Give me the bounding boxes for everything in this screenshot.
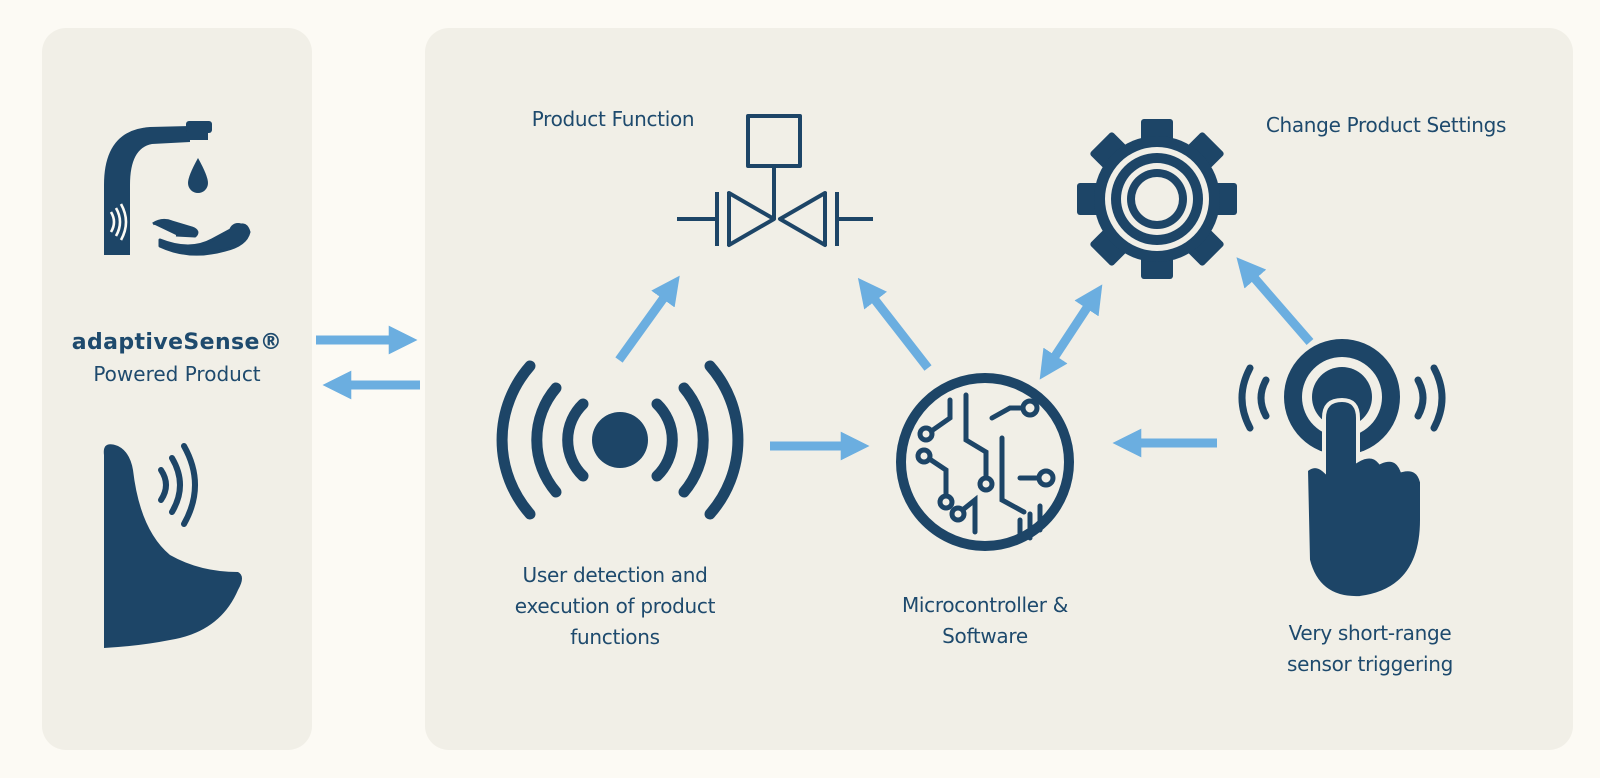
arrow-mcu-to-valve xyxy=(857,277,932,371)
arrow-touch-to-gear xyxy=(1236,257,1314,345)
label-user-detection-line1: User detection and xyxy=(522,563,708,587)
water-drop-icon xyxy=(188,158,208,193)
touch-hand-icon xyxy=(1238,339,1446,601)
arrow-mcu-gear-bidirectional xyxy=(1039,284,1103,380)
label-user-detection: User detection and execution of product … xyxy=(470,560,760,653)
label-user-detection-line2: execution of product xyxy=(514,594,716,618)
label-short-range-line2: sensor triggering xyxy=(1286,652,1453,676)
circuit-icon xyxy=(896,373,1074,551)
label-short-range-line1: Very short-range xyxy=(1288,621,1452,645)
label-microcontroller-line2: Software xyxy=(942,624,1028,648)
faucet-icon xyxy=(104,121,212,255)
brand-subtitle: Powered Product xyxy=(93,362,261,386)
label-user-detection-line3: functions xyxy=(570,625,660,649)
label-short-range: Very short-range sensor triggering xyxy=(1245,618,1495,680)
brand-name: adaptiveSense® xyxy=(71,330,283,355)
urinal-icon xyxy=(103,443,243,648)
label-microcontroller-line1: Microcontroller & xyxy=(901,593,1069,617)
label-change-settings: Change Product Settings xyxy=(1265,113,1507,137)
label-microcontroller: Microcontroller & Software xyxy=(860,590,1110,652)
label-product-function: Product Function xyxy=(531,107,695,131)
signal-icon xyxy=(496,360,744,520)
hand-icon xyxy=(152,218,251,256)
valve-icon xyxy=(677,114,873,247)
gear-icon xyxy=(1077,119,1237,279)
arrow-signal-to-valve xyxy=(615,275,680,363)
